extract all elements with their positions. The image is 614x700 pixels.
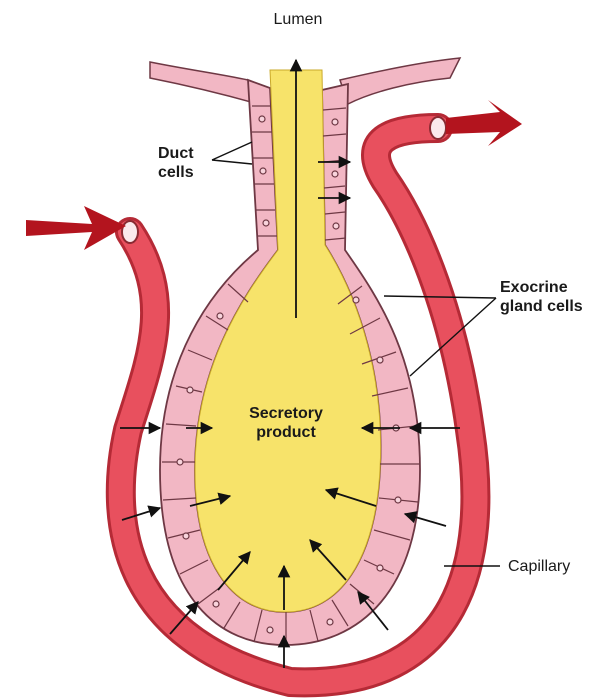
blood-outflow-arrow	[446, 100, 522, 146]
surface-epithelium-right	[340, 58, 460, 104]
surface-epithelium-left	[150, 62, 258, 104]
exocrine-label-line2: gland cells	[500, 297, 583, 316]
capillary-end-right	[430, 117, 446, 139]
capillary-end-left	[122, 221, 138, 243]
duct-cells-label-line1: Duct	[158, 144, 194, 163]
exocrine-gland-cells-label: Exocrine gland cells	[500, 278, 583, 316]
exocrine-label-line1: Exocrine	[500, 278, 583, 297]
lumen-label: Lumen	[258, 10, 338, 29]
secretory-lumen	[195, 70, 381, 612]
capillary-label: Capillary	[508, 557, 570, 576]
blood-inflow-arrow	[26, 206, 126, 250]
capillary-label-text: Capillary	[508, 558, 570, 575]
secretory-label-line1: Secretory	[226, 404, 346, 423]
duct-cells-label: Duct cells	[158, 144, 194, 182]
secretory-product-label: Secretory product	[226, 404, 346, 442]
lumen-label-text: Lumen	[274, 11, 323, 28]
secretory-label-line2: product	[226, 423, 346, 442]
duct-cells-label-line2: cells	[158, 163, 194, 182]
